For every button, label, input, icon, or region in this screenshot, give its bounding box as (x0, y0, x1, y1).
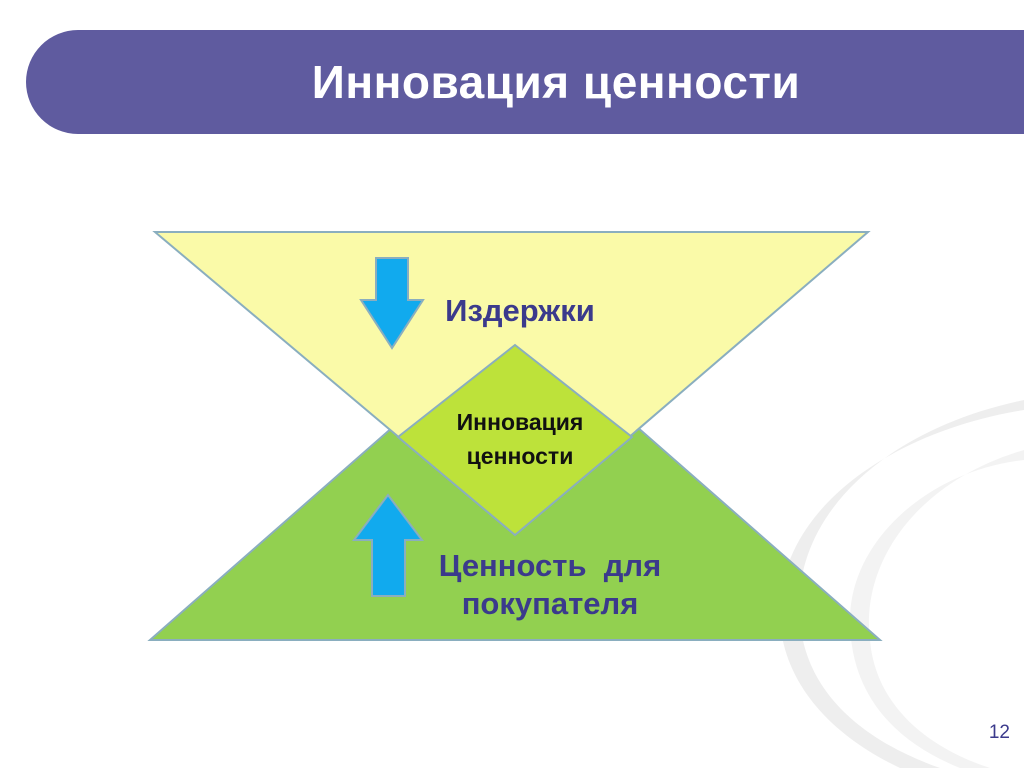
center-label-line2: ценности (466, 443, 574, 469)
costs-label: Издержки (445, 293, 595, 328)
customer-value-line2: покупателя (461, 586, 639, 621)
page-number: 12 (988, 722, 1010, 743)
center-label-line1: Инновация (456, 409, 584, 435)
customer-value-line1: Ценность для (438, 548, 662, 583)
center-label: Инновация ценности (420, 405, 620, 473)
arrow-down-icon (359, 257, 425, 350)
title-banner: Инновация ценности (26, 30, 1024, 134)
center-diamond (396, 343, 634, 537)
customer-value-label: Ценность для покупателя (400, 547, 700, 623)
arrow-up-icon (351, 493, 425, 597)
slide-title: Инновация ценности (311, 56, 801, 108)
